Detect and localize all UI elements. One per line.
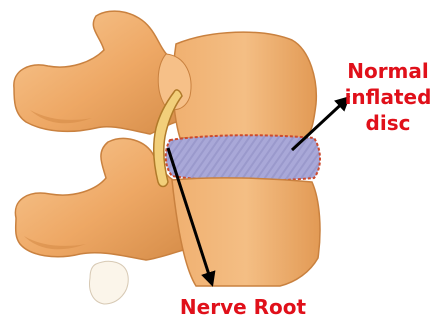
nerve-root-label: Nerve Root [168,294,318,320]
disc-label-line2: inflated [340,84,436,110]
disc-label-line3: disc [340,110,436,136]
upper-vertebral-body [173,32,316,138]
disc-label-line1: Normal [340,58,436,84]
disc-label: Normal inflated disc [340,58,436,136]
disc-shape [166,135,320,181]
lower-facet [90,261,129,304]
intervertebral-disc [166,135,320,181]
